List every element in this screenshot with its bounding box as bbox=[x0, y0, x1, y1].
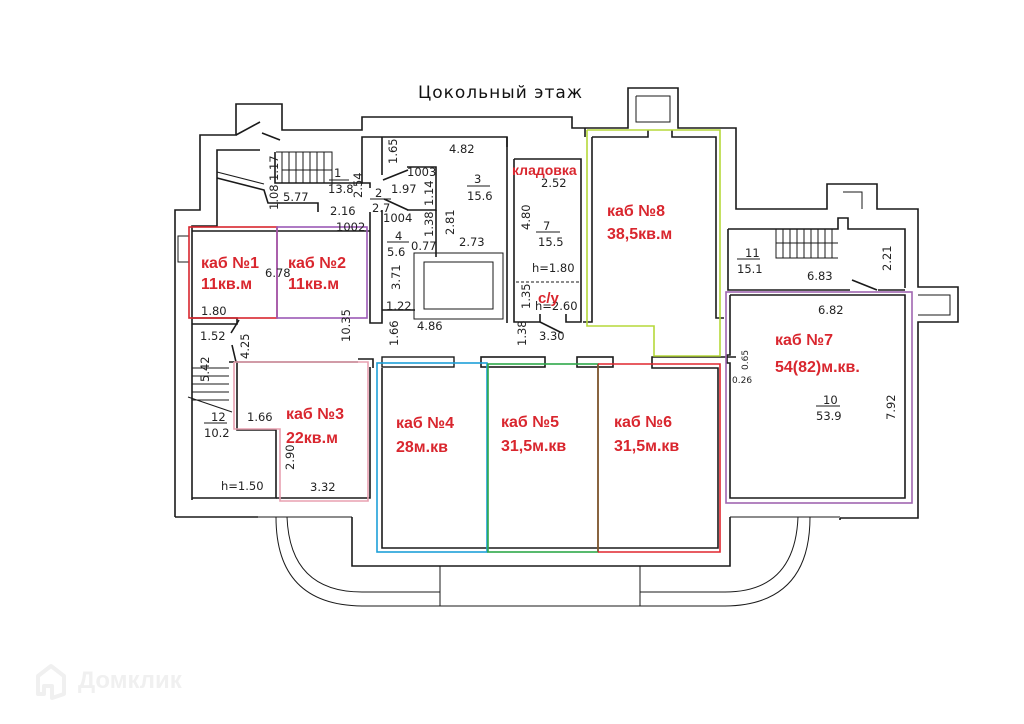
dim: 4.80 bbox=[519, 204, 533, 230]
highlight-kab3 bbox=[233, 361, 369, 502]
office-2-area: 11кв.м bbox=[288, 276, 339, 293]
dim: 1.97 bbox=[391, 182, 417, 196]
office-highlights bbox=[188, 129, 913, 553]
dim: 4.82 bbox=[449, 142, 475, 156]
office-6-name: каб №6 bbox=[614, 414, 672, 431]
terrace bbox=[258, 516, 840, 607]
highlight-kab7 bbox=[725, 291, 913, 504]
room-10-number: 10 bbox=[823, 393, 838, 407]
door-1003: 1003 bbox=[407, 165, 436, 179]
dim: 1.38 bbox=[515, 320, 529, 346]
room-3-number: 3 bbox=[474, 172, 481, 186]
office-4-name: каб №4 bbox=[396, 415, 454, 432]
stairs-1 bbox=[276, 151, 333, 185]
office-3-area: 22кв.м bbox=[286, 430, 338, 447]
highlight-kab8 bbox=[586, 129, 721, 357]
door-1002: 1002 bbox=[336, 220, 365, 234]
storage-label: кладовка bbox=[512, 162, 577, 178]
height-room12: h=1.50 bbox=[221, 479, 264, 493]
office-3-name: каб №3 bbox=[286, 406, 344, 423]
door-1004: 1004 bbox=[383, 211, 412, 225]
dim: 2.90 bbox=[283, 444, 297, 470]
highlight-kab5 bbox=[487, 363, 599, 553]
room-11-area: 15.1 bbox=[737, 262, 763, 276]
room-2-area: 2.7 bbox=[372, 201, 390, 215]
dim: 1.14 bbox=[422, 180, 436, 206]
office-8-name: каб №8 bbox=[607, 203, 665, 220]
dim: 2.21 bbox=[880, 245, 894, 271]
dim: 4.25 bbox=[238, 333, 252, 359]
dim: 3.32 bbox=[310, 480, 336, 494]
highlight-kab2 bbox=[276, 226, 368, 319]
watermark-text: Домклик bbox=[78, 667, 182, 694]
dim: 1.38 bbox=[422, 211, 436, 237]
room-2-number: 2 bbox=[375, 186, 382, 200]
dim: 3.71 bbox=[389, 264, 403, 290]
dim: 1.35 bbox=[519, 283, 533, 309]
dim: 1.17 bbox=[267, 155, 281, 181]
room-11-number: 11 bbox=[745, 246, 760, 260]
stairs-11 bbox=[775, 229, 838, 259]
office-8-area: 38,5кв.м bbox=[607, 226, 672, 243]
height-wc: h=2.60 bbox=[535, 299, 578, 313]
room-1-number: 1 bbox=[334, 166, 341, 180]
room-labels: 1 13.8 2 2.7 3 15.6 4 5.6 7 15.5 10 53.9… bbox=[204, 166, 842, 440]
stairs-12 bbox=[187, 367, 233, 413]
dim: 6.83 bbox=[807, 269, 833, 283]
room-12-number: 12 bbox=[211, 410, 226, 424]
office-7-name: каб №7 bbox=[775, 332, 833, 349]
office-5-name: каб №5 bbox=[501, 414, 559, 431]
dim: 6.78 bbox=[265, 266, 291, 280]
height-storage: h=1.80 bbox=[532, 261, 575, 275]
room-4-area: 5.6 bbox=[387, 245, 405, 259]
watermark: Домклик bbox=[30, 660, 182, 702]
dim: 0.77 bbox=[411, 239, 437, 253]
office-1-area: 11кв.м bbox=[201, 276, 252, 293]
room-7-area: 15.5 bbox=[538, 235, 564, 249]
dim: 0.26 bbox=[732, 376, 752, 386]
dim: 1.80 bbox=[201, 304, 227, 318]
dim: 1.22 bbox=[386, 299, 412, 313]
dimension-labels: 1.17 5.77 1.08 2.54 2.16 1.65 4.82 1.97 … bbox=[198, 138, 898, 494]
dim: 4.86 bbox=[417, 319, 443, 333]
domclick-logo-icon bbox=[36, 664, 66, 700]
office-6-area: 31,5м.кв bbox=[614, 438, 679, 455]
highlight-kab4 bbox=[376, 362, 488, 553]
dim: 2.73 bbox=[459, 235, 485, 249]
dim: 2.16 bbox=[330, 204, 356, 218]
office-7-area: 54(82)м.кв. bbox=[775, 359, 860, 376]
dim: 0.65 bbox=[741, 350, 751, 370]
dim: 1.08 bbox=[267, 184, 281, 210]
dim: 7.92 bbox=[884, 394, 898, 420]
room-7-number: 7 bbox=[543, 219, 550, 233]
office-1-name: каб №1 bbox=[201, 255, 259, 272]
floor-title: Цокольный этаж bbox=[418, 83, 583, 103]
dim: 1.66 bbox=[247, 410, 273, 424]
dim: 2.52 bbox=[541, 176, 567, 190]
room-10-area: 53.9 bbox=[816, 409, 842, 423]
interior-walls bbox=[177, 130, 906, 549]
wc-label: с/у bbox=[538, 290, 560, 307]
dim: 1.52 bbox=[200, 329, 226, 343]
highlight-kab6 bbox=[598, 363, 721, 553]
room-3-area: 15.6 bbox=[467, 189, 493, 203]
dim: 10.35 bbox=[339, 309, 353, 342]
office-2-name: каб №2 bbox=[288, 255, 346, 272]
room-4-number: 4 bbox=[395, 229, 402, 243]
dim: 5.42 bbox=[198, 356, 212, 382]
office-4-area: 28м.кв bbox=[396, 439, 448, 456]
dim: 6.82 bbox=[818, 303, 844, 317]
dim: 1.65 bbox=[386, 138, 400, 164]
office-5-area: 31,5м.кв bbox=[501, 438, 566, 455]
dim: 3.30 bbox=[539, 329, 565, 343]
dim: 2.81 bbox=[443, 209, 457, 235]
office-labels: каб №1 11кв.м каб №2 11кв.м каб №3 22кв.… bbox=[201, 162, 860, 456]
dim: 1.66 bbox=[387, 320, 401, 346]
dim: 5.77 bbox=[283, 190, 309, 204]
door-labels: 1002 1003 1004 bbox=[336, 165, 436, 234]
room-1-area: 13.8 bbox=[328, 182, 354, 196]
room-12-area: 10.2 bbox=[204, 426, 230, 440]
dim: 2.54 bbox=[351, 172, 365, 198]
